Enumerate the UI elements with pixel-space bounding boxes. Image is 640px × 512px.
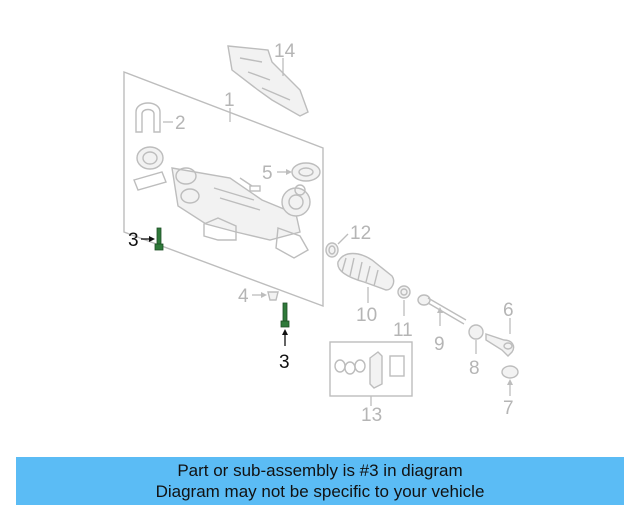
callout-2[interactable]: 2 bbox=[175, 113, 186, 134]
part-14-heat-shield[interactable] bbox=[227, 45, 309, 117]
part-1-assembly-panel bbox=[123, 70, 324, 308]
parts-diagram: 14 1 2 5 3 4 bbox=[123, 41, 519, 426]
callout-3-left[interactable]: 3 bbox=[128, 230, 139, 251]
callout-7[interactable]: 7 bbox=[503, 398, 514, 419]
arrow-3-bottom bbox=[282, 329, 288, 335]
part-7-nut[interactable] bbox=[501, 365, 519, 379]
info-banner: Part or sub-assembly is #3 in diagram Di… bbox=[16, 457, 624, 505]
part-5-seal[interactable] bbox=[291, 162, 321, 182]
callout-1[interactable]: 1 bbox=[224, 90, 235, 111]
part-8-nut[interactable] bbox=[468, 324, 484, 340]
callout-8[interactable]: 8 bbox=[469, 358, 480, 379]
callout-9[interactable]: 9 bbox=[434, 334, 445, 355]
part-4-grommet[interactable] bbox=[267, 291, 279, 301]
part-11-clamp[interactable] bbox=[397, 285, 411, 299]
callout-13[interactable]: 13 bbox=[361, 405, 382, 426]
callout-10[interactable]: 10 bbox=[356, 305, 377, 326]
arrow-9 bbox=[437, 307, 443, 313]
part-12-clamp[interactable] bbox=[325, 242, 339, 258]
part-13-kit[interactable] bbox=[329, 341, 413, 397]
arrow-4 bbox=[261, 292, 267, 298]
banner-line-2: Diagram may not be specific to your vehi… bbox=[155, 482, 485, 501]
steering-rack-body bbox=[171, 167, 311, 259]
arrow-3-left bbox=[149, 236, 155, 242]
leader-12 bbox=[337, 233, 349, 245]
callout-6[interactable]: 6 bbox=[503, 300, 514, 321]
banner-line-1: Part or sub-assembly is #3 in diagram bbox=[177, 461, 463, 480]
callout-14[interactable]: 14 bbox=[274, 41, 296, 62]
part-9-inner-tie-rod[interactable] bbox=[417, 294, 467, 325]
callout-12[interactable]: 12 bbox=[350, 223, 371, 244]
callout-3-bottom[interactable]: 3 bbox=[279, 352, 290, 373]
part-3-bolt-left[interactable] bbox=[154, 227, 164, 251]
callout-11[interactable]: 11 bbox=[393, 320, 413, 341]
callout-4[interactable]: 4 bbox=[238, 286, 249, 307]
part-6-outer-tie-rod[interactable] bbox=[485, 333, 515, 357]
part-10-boot[interactable] bbox=[337, 252, 395, 291]
callout-5[interactable]: 5 bbox=[262, 163, 273, 184]
arrow-5 bbox=[286, 169, 292, 175]
part-2-bracket[interactable] bbox=[133, 102, 167, 191]
arrow-7 bbox=[507, 379, 513, 385]
part-3-bolt-bottom[interactable] bbox=[280, 302, 290, 328]
